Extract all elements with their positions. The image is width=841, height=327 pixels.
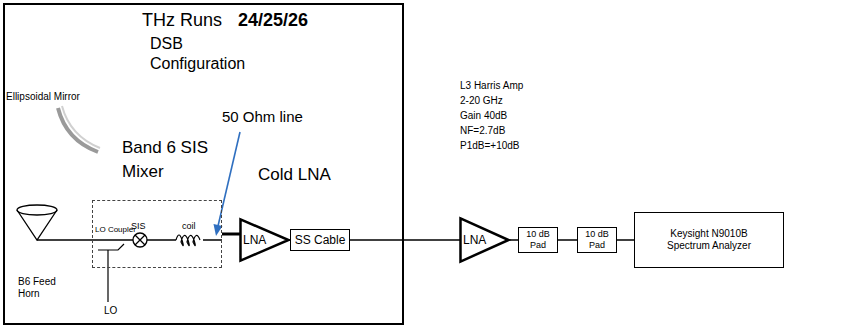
heading-text: 24/25/26 — [238, 9, 308, 32]
signal-line — [203, 239, 222, 241]
signal-connector — [617, 240, 634, 241]
signal-line — [147, 239, 176, 241]
part-label: Ellipsoidal Mirror — [6, 91, 80, 103]
annotation: 50 Ohm line — [222, 108, 303, 126]
spec-text: L3 Harris Amp — [460, 80, 523, 92]
lo-line — [107, 250, 108, 302]
signal-connector — [350, 240, 460, 241]
node-text: 10 dB Pad — [578, 229, 616, 251]
heading-text: THz Runs — [142, 9, 222, 32]
node-text: SS Cable — [295, 233, 346, 247]
part-label: Band 6 SIS Mixer — [122, 136, 218, 184]
amplifier-triangle: LNA — [460, 218, 509, 262]
node-text: 10 dB Pad — [519, 229, 557, 251]
signal-connector — [222, 234, 240, 235]
attenuator-box: 10 dB Pad — [518, 227, 558, 253]
mirror-symbol — [62, 106, 100, 148]
lo-coupler — [98, 244, 124, 250]
part-label: B6 Feed Horn — [18, 276, 64, 300]
heading-text: DSB Configuration — [150, 34, 260, 74]
part-label: LO Coupler — [95, 225, 136, 235]
cable-box: SS Cable — [290, 229, 350, 251]
part-label: coil — [182, 221, 196, 232]
spec-text: Gain 40dB — [460, 110, 507, 122]
signal-line — [37, 239, 133, 241]
spec-text: P1dB=+10dB — [460, 140, 520, 152]
feed-horn — [17, 205, 57, 215]
signal-name: LO — [104, 305, 117, 317]
coil-symbol — [176, 235, 200, 246]
section-frame: THz Runs 24/25/26DSB Configuration LO Coup… — [3, 3, 404, 325]
instrument-box: Keysight N9010B Spectrum Analyzer — [634, 212, 784, 268]
amplifier-triangle: LNA — [240, 219, 289, 261]
part-label: Cold LNA — [258, 165, 331, 185]
signal-connector — [558, 240, 577, 241]
spec-text: NF=2.7dB — [460, 125, 505, 137]
node-text: LNA — [460, 233, 486, 247]
mixer-block: LO CouplerSIS coil — [92, 200, 222, 268]
mixer-symbol — [133, 233, 147, 247]
mixer-symbol — [135, 235, 145, 245]
feed-horn — [17, 210, 57, 240]
part-label: SIS — [131, 221, 146, 232]
attenuator-box: 10 dB Pad — [577, 227, 617, 253]
spec-text: 2-20 GHz — [460, 95, 503, 107]
node-text: Keysight N9010B Spectrum Analyzer — [654, 228, 764, 252]
node-text: LNA — [240, 233, 266, 247]
